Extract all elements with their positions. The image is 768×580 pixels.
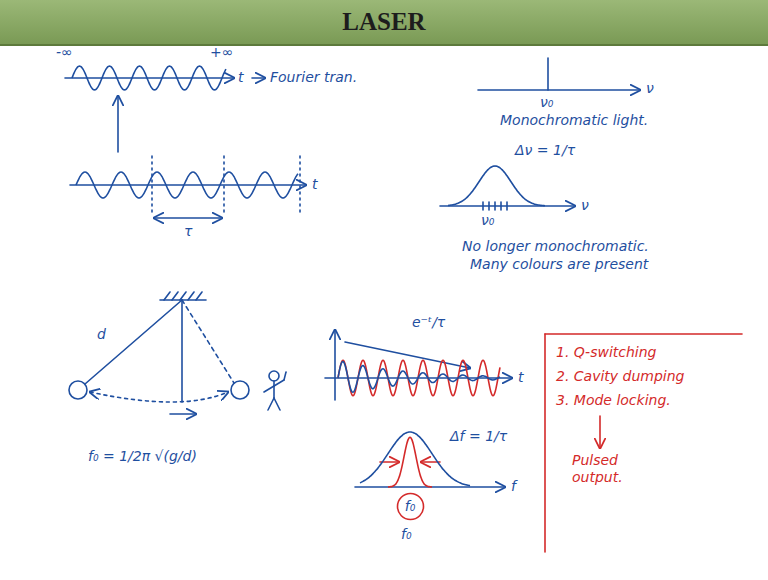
note: Pulsed output. [572, 452, 644, 486]
infinite-wave [72, 66, 226, 90]
ticks [483, 202, 507, 210]
infinity-mark: -∞ [56, 44, 73, 61]
envelope [345, 342, 470, 368]
note: Fourier tran. [270, 69, 357, 86]
formula: f₀ = 1/2π √(g/d) [88, 448, 197, 465]
time-axis [65, 77, 234, 79]
dotted-marker [299, 156, 301, 212]
divider [544, 334, 546, 552]
observer-figure [264, 371, 286, 410]
arrow [252, 77, 265, 79]
axis-label: t [238, 69, 244, 86]
arrow [117, 96, 119, 152]
pendulum-bob [231, 381, 249, 399]
list-item: 3. Mode locking. [556, 392, 671, 409]
axis-label: ν [581, 197, 589, 214]
pendulum-string [182, 300, 234, 383]
note: No longer monochromatic. [462, 238, 649, 255]
formula: Δf = 1/τ [450, 428, 507, 445]
duration-arrow [154, 217, 222, 219]
pendulum-bob [69, 381, 87, 399]
frequency-axis [478, 89, 640, 91]
time-axis [70, 184, 306, 186]
circled-label: f₀ [396, 492, 425, 521]
dotted-marker [151, 156, 153, 212]
axis-label: ν₀ [481, 212, 494, 229]
axis-label: f₀ [401, 526, 412, 543]
note: Many colours are present [470, 256, 648, 273]
list-item: 2. Cavity dumping [556, 368, 685, 385]
infinity-mark: +∞ [210, 44, 233, 61]
spectral-line [547, 58, 549, 90]
formula: Δν = 1/τ [515, 142, 575, 159]
length-label: d [97, 326, 106, 343]
spectrum-curve [448, 166, 545, 206]
slide-title: LASER [342, 8, 425, 36]
axis-label: ν [646, 80, 654, 97]
axis-label: f₀ [396, 492, 425, 515]
axis-label: τ [184, 223, 192, 240]
amplitude-axis [334, 330, 336, 400]
list-item: 1. Q-switching [556, 344, 656, 361]
pendulum-string [85, 300, 182, 384]
arrow [170, 413, 196, 415]
axis-label: t [518, 369, 524, 386]
axis-label: ν₀ [540, 94, 553, 111]
divider [545, 333, 742, 335]
finite-wave [76, 172, 298, 198]
note: Monochromatic light. [500, 112, 648, 129]
arrow [599, 416, 601, 448]
axis-label: f [511, 478, 516, 495]
dotted-marker [223, 156, 225, 212]
vertical-line [181, 300, 183, 402]
swing-arc [90, 392, 228, 402]
undamped-wave [338, 360, 500, 395]
narrow-spectrum [388, 437, 432, 487]
hatching [164, 292, 202, 300]
formula: e⁻ᵗ/τ [412, 314, 445, 331]
damped-wave [338, 361, 500, 392]
axis-label: t [312, 176, 318, 193]
